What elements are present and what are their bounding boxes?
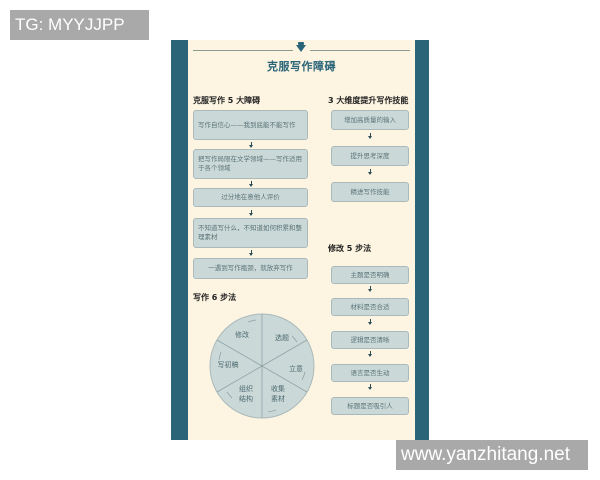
ornament-icon-top — [298, 42, 304, 45]
arrow-down-icon — [248, 210, 254, 216]
step-label-structure: 组织 结构 — [239, 384, 253, 404]
obstacle-item-3: 过分地在意他人评价 — [193, 188, 308, 207]
poster-panel: 克服写作障碍 克服写作 5 大障碍 写作自信心——我到底能不能写作 把写作局限在… — [188, 40, 415, 440]
step-label-line: 组织 — [239, 385, 253, 393]
skills-heading: 3 大维度提升写作技能 — [328, 96, 409, 105]
poster-title: 克服写作障碍 — [267, 60, 336, 73]
step-label-line: 素材 — [271, 395, 285, 403]
step-label-topic: 选题 — [275, 334, 289, 342]
revision-item-4: 语言是否生动 — [331, 364, 409, 382]
arrow-down-icon — [248, 250, 254, 256]
arrow-down-icon — [367, 384, 373, 390]
arrow-down-icon — [367, 169, 373, 175]
title-divider-left — [193, 50, 293, 51]
ornament-icon — [296, 45, 306, 52]
writing-steps-heading: 写作 6 步法 — [193, 293, 237, 302]
arrow-down-icon — [367, 351, 373, 357]
arrow-down-icon — [367, 133, 373, 139]
step-label-gather-materials: 收集 素材 — [271, 384, 285, 404]
arrow-down-icon — [367, 319, 373, 325]
step-label-theme: 立意 — [289, 365, 303, 373]
skill-item-2: 提升思考深度 — [331, 146, 409, 166]
revision-item-5: 标题是否吸引人 — [331, 397, 409, 415]
watermark-bottom: www.yanzhitang.net — [396, 440, 588, 470]
revision-item-3: 逻辑是否清晰 — [331, 331, 409, 349]
skill-item-1: 增加高质量的输入 — [331, 110, 409, 130]
obstacle-item-4: 不知道写什么，不知道如何积累和整理素材 — [193, 218, 308, 248]
step-label-line: 结构 — [239, 395, 253, 403]
revision-heading: 修改 5 步法 — [328, 244, 372, 253]
arrow-down-icon — [248, 181, 254, 187]
obstacle-item-2: 把写作局限在文学领域——写作适用于各个领域 — [193, 149, 308, 179]
watermark-top: TG: MYYJJPP — [10, 10, 149, 40]
writing-steps-wheel: 选题 立意 收集 素材 组织 结构 写初稿 修改 — [208, 312, 316, 420]
wheel-graphic — [209, 313, 315, 419]
obstacles-heading: 克服写作 5 大障碍 — [193, 96, 261, 105]
skill-item-3: 精进写作技能 — [331, 182, 409, 202]
step-label-revise: 修改 — [235, 331, 249, 339]
infographic-poster: 克服写作障碍 克服写作 5 大障碍 写作自信心——我到底能不能写作 把写作局限在… — [171, 40, 429, 440]
obstacle-item-1: 写作自信心——我到底能不能写作 — [193, 110, 308, 140]
revision-item-1: 主题是否明确 — [331, 266, 409, 284]
revision-item-2: 材料是否合适 — [331, 298, 409, 316]
obstacle-item-5: 一遇到写作瓶颈，就放弃写作 — [193, 258, 308, 279]
step-label-line: 收集 — [271, 385, 285, 393]
title-divider-right — [310, 50, 410, 51]
arrow-down-icon — [367, 286, 373, 292]
step-label-draft: 写初稿 — [217, 361, 239, 369]
arrow-down-icon — [248, 142, 254, 148]
